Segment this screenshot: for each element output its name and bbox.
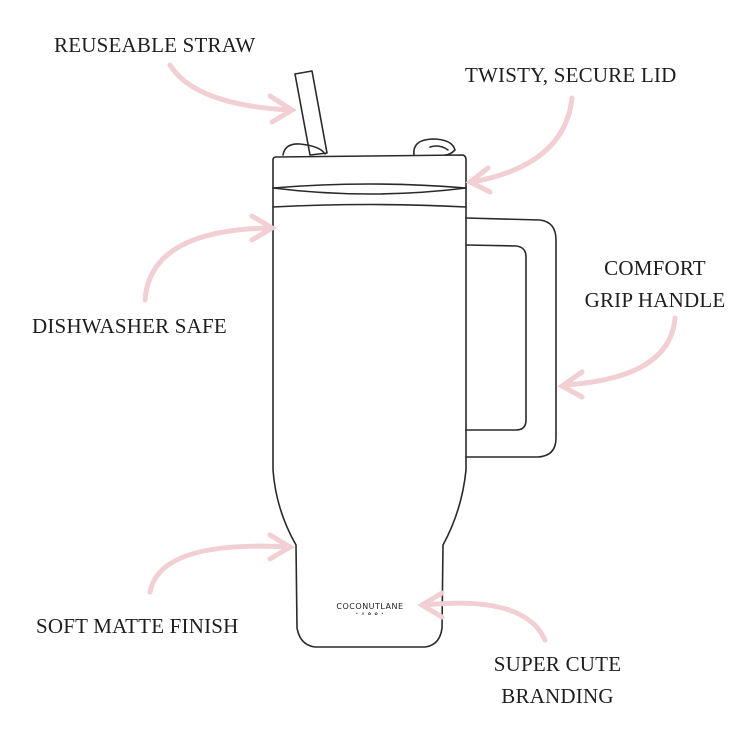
label-reuseable-straw: REUSEABLE STRAW (54, 33, 256, 57)
arrow-branding (422, 600, 548, 643)
label-line: BRANDING (501, 684, 614, 708)
arrow-straw (167, 62, 293, 113)
tumbler-body (272, 187, 467, 648)
arrow-handle (562, 315, 678, 388)
label-comfort-grip-handle: COMFORT GRIP HANDLE (580, 252, 730, 316)
label-line: COMFORT (604, 256, 706, 280)
label-twisty-lid: TWISTY, SECURE LID (465, 63, 677, 87)
lid (272, 154, 467, 189)
handle (465, 217, 557, 458)
straw (294, 70, 328, 156)
label-soft-matte-finish: SOFT MATTE FINISH (36, 614, 239, 638)
lid-tab-left (282, 143, 326, 156)
arrow-dishwasher (142, 225, 273, 303)
arrow-lid (469, 95, 575, 185)
label-super-cute-branding: SUPER CUTE BRANDING (470, 648, 645, 712)
product-logo: COCONUTLANE • ✕ ✿ ✿ • (325, 602, 415, 616)
lid-tab-right (413, 138, 456, 156)
logo-sub: • ✕ ✿ ✿ • (355, 611, 385, 616)
label-line: GRIP HANDLE (584, 288, 726, 312)
label-dishwasher-safe: DISHWASHER SAFE (32, 314, 227, 338)
arrow-finish (147, 543, 291, 595)
callout-arrows (142, 62, 678, 643)
logo-name: COCONUTLANE (336, 602, 404, 611)
label-line: SUPER CUTE (493, 652, 622, 676)
